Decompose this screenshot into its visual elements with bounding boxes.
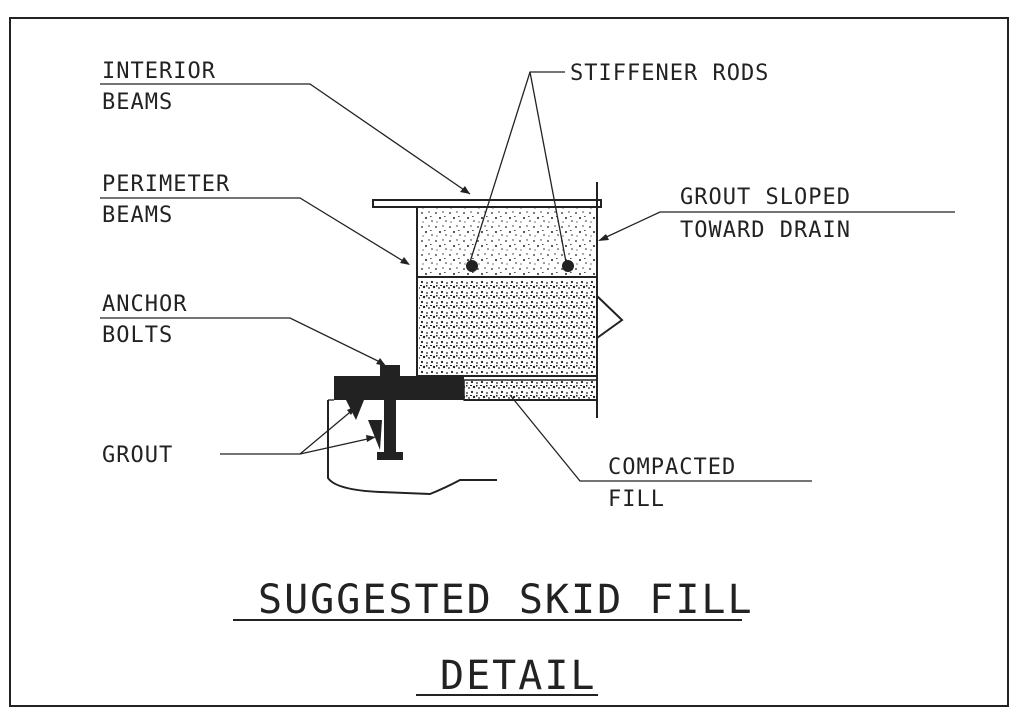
anchor-bolt-nut-top [380,365,400,377]
label-grout-sloped-2: TOWARD DRAIN [680,218,851,243]
label-compacted-fill-2: FILL [608,487,665,512]
compacted-fill-layer [419,279,596,375]
label-perimeter-beams-1: PERIMETER [102,172,230,197]
title-line-1: SUGGESTED SKID FILL [258,577,754,623]
base-flange [334,376,464,400]
label-grout: GROUT [102,443,173,468]
top-plate [372,199,602,208]
anchor-bolt-shank [384,400,396,455]
label-interior-beams-1: INTERIOR [102,59,216,84]
label-grout-sloped-1: GROUT SLOPED [680,185,851,210]
stiffener-rod-right [562,260,574,272]
foundation-outline [327,400,497,496]
title-line-2: DETAIL [440,653,597,699]
label-interior-beams-2: BEAMS [102,90,173,115]
label-stiffener-rods: STIFFENER RODS [570,61,769,86]
label-perimeter-beams-2: BEAMS [102,203,173,228]
label-anchor-bolts-1: ANCHOR [102,292,187,317]
stiffener-rod-left [466,260,478,272]
label-compacted-fill-1: COMPACTED [608,455,736,480]
base-fill-strip [463,379,598,401]
anchor-bolt-nut-bottom [377,452,403,460]
label-anchor-bolts-2: BOLTS [102,323,173,348]
